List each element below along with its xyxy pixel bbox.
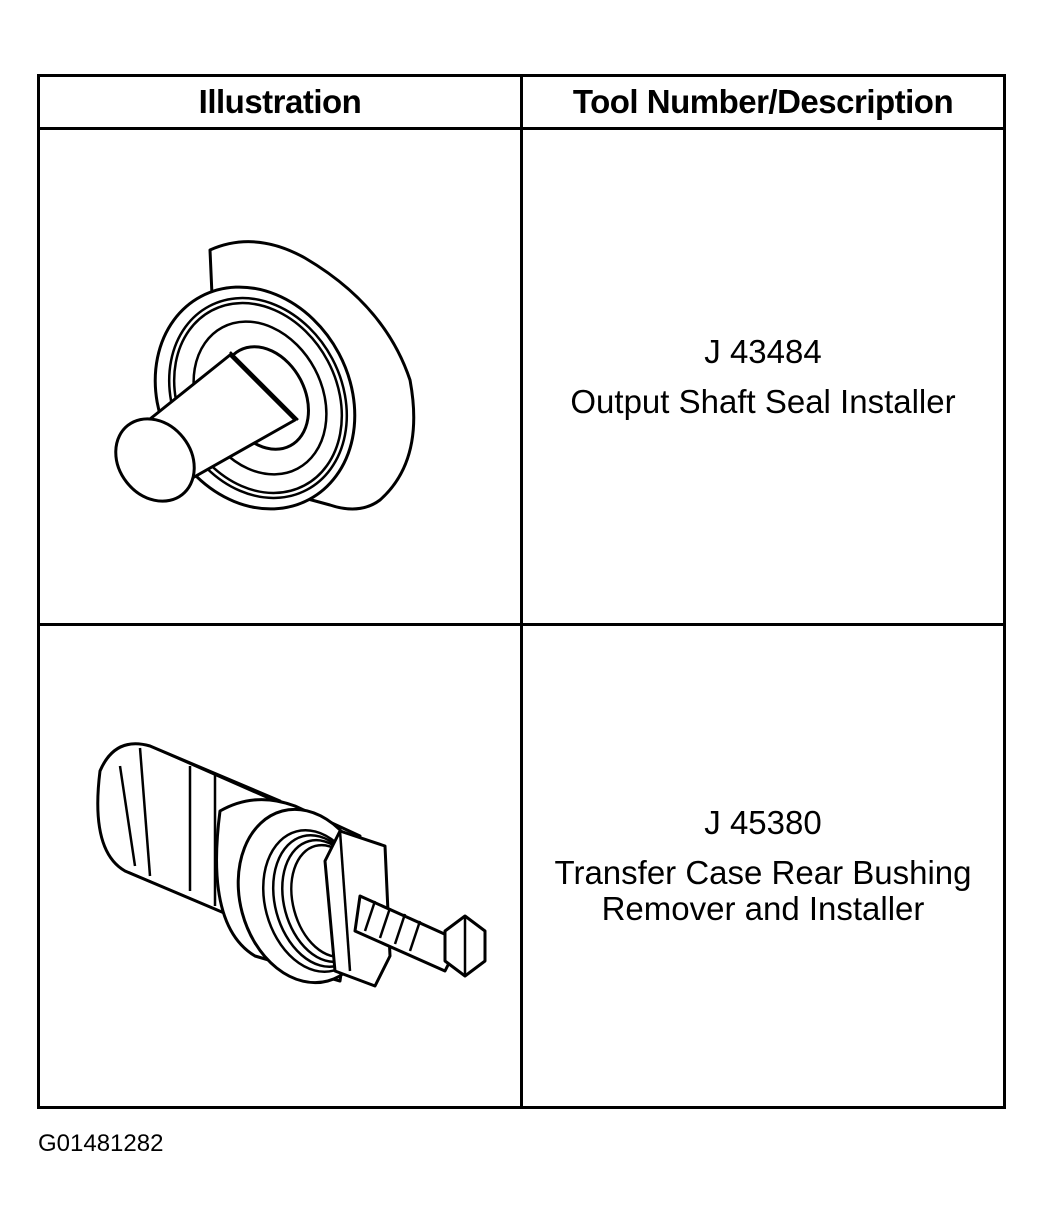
- row-2-description: J 45380 Transfer Case Rear Bushing Remov…: [523, 626, 1003, 1106]
- header-tool-description: Tool Number/Description: [572, 83, 954, 120]
- row-divider: [40, 623, 1003, 626]
- row-2-illustration: [40, 626, 520, 1106]
- tool-description-line: Output Shaft Seal Installer: [570, 382, 956, 420]
- tool-table: Illustration Tool Number/Description J 4…: [37, 74, 1006, 1109]
- tool-description-line: Remover and Installer: [601, 890, 925, 927]
- row-1-illustration: [40, 130, 520, 623]
- header-divider: [40, 127, 1003, 130]
- bushing-remover-installer-icon: [96, 742, 487, 988]
- tool-number: J 43484: [704, 332, 822, 370]
- tool-description-line: Transfer Case Rear Bushing: [554, 854, 972, 891]
- header-illustration: Illustration: [198, 83, 362, 120]
- seal-installer-icon: [114, 240, 416, 511]
- row-1-description: J 43484 Output Shaft Seal Installer: [523, 130, 1003, 623]
- figure-id: G01481282: [38, 1130, 164, 1157]
- column-divider: [520, 77, 523, 1106]
- tool-number: J 45380: [704, 804, 822, 841]
